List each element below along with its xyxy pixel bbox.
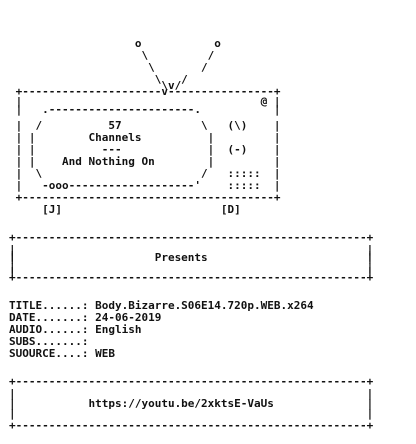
- ascii-line: +--------------------------------------+: [9, 191, 281, 204]
- ascii-line: | |: [9, 243, 374, 256]
- ascii-line: \ /: [9, 49, 215, 62]
- ascii-line: +---------------------------------------…: [9, 375, 374, 388]
- ascii-line: +---------------------v----------------+: [9, 85, 281, 98]
- ascii-line: | | And Nothing On | |: [9, 155, 281, 168]
- ascii-line: | |: [9, 387, 374, 400]
- ascii-line: SUBS.......:: [9, 335, 89, 348]
- ascii-line: +---------------------------------------…: [9, 231, 374, 244]
- ascii-line: +---------------------------------------…: [9, 271, 374, 284]
- ascii-line: | |: [9, 265, 374, 278]
- ascii-line: | @ |: [9, 95, 281, 108]
- ascii-line: | |: [9, 261, 374, 274]
- ascii-line: \ /: [9, 73, 188, 86]
- ascii-line: | .----------------------. |: [9, 103, 281, 116]
- ascii-line: | https://youtu.be/2xktsE-VaUs |: [9, 397, 374, 410]
- ascii-line: TITLE......: Body.Bizarre.S06E14.720p.WE…: [9, 299, 314, 312]
- ascii-line: DATE.......: 24-06-2019: [9, 311, 162, 324]
- ascii-line: SUOURCE....: WEB: [9, 347, 115, 360]
- ascii-line: | / 57 \ (\) |: [9, 119, 281, 132]
- ascii-line: | | Channels | |: [9, 131, 281, 144]
- ascii-line: | | --- | (-) |: [9, 143, 281, 156]
- ascii-line: o o: [9, 37, 221, 50]
- ascii-line: [J] [D]: [9, 203, 241, 216]
- ascii-line: AUDIO......: English: [9, 323, 142, 336]
- ascii-line: \v/: [9, 79, 182, 92]
- ascii-line: +---------------------------------------…: [9, 419, 374, 432]
- ascii-line: | \ / ::::: |: [9, 167, 281, 180]
- ascii-line: | |: [9, 249, 374, 262]
- ascii-line: | |: [9, 407, 374, 420]
- ascii-line: | Presents |: [9, 251, 374, 264]
- ascii-line: | -ooo-------------------' ::::: |: [9, 179, 281, 192]
- ascii-line: \ /: [9, 61, 208, 74]
